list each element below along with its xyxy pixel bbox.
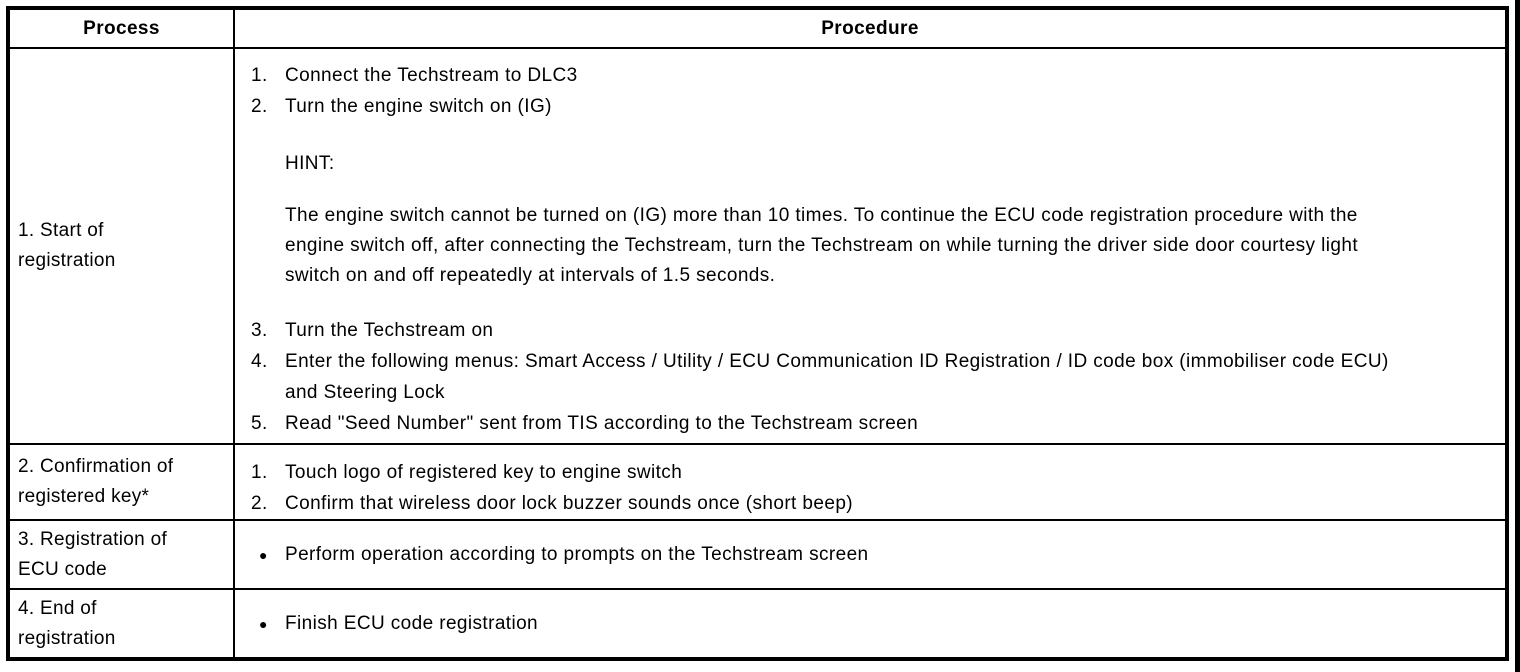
- procedure-cell: ● Perform operation according to prompts…: [233, 519, 1508, 590]
- step-text: Read "Seed Number" sent from TIS accordi…: [285, 413, 919, 434]
- step-text: Turn the engine switch on (IG): [285, 96, 552, 117]
- step-text: Confirm that wireless door lock buzzer s…: [285, 493, 854, 514]
- step-number: 5.: [251, 413, 268, 434]
- bullet-text: Finish ECU code registration: [285, 612, 539, 634]
- procedure-cell: 1. Connect the Techstream to DLC3 2. Tur…: [233, 47, 1508, 445]
- column-header-procedure: Procedure: [233, 7, 1508, 49]
- table-row-registration-of-ecu-code: 3. Registration of ECU code ● Perform op…: [7, 519, 1508, 590]
- procedure-step: 5. Read "Seed Number" sent from TIS acco…: [235, 408, 1505, 439]
- bullet-icon: ●: [259, 615, 268, 632]
- page-edge-border-line: [1515, 0, 1520, 672]
- hint-label: HINT:: [285, 153, 335, 174]
- procedure-step: 4. Enter the following menus: Smart Acce…: [235, 346, 1505, 408]
- process-cell: 3. Registration of ECU code: [7, 519, 235, 590]
- step-number: 4.: [251, 351, 268, 372]
- process-cell: 1. Start of registration: [7, 47, 235, 445]
- bullet-text: Perform operation according to prompts o…: [285, 543, 869, 565]
- procedure-step: 2. Turn the engine switch on (IG): [235, 91, 1505, 122]
- table-header-row: Process Procedure: [7, 7, 1508, 49]
- procedure-step: 1. Connect the Techstream to DLC3: [235, 60, 1505, 91]
- step-number: 1.: [251, 65, 268, 86]
- step-number: 3.: [251, 320, 268, 341]
- step-text: Connect the Techstream to DLC3: [285, 65, 578, 86]
- table-row-confirmation-of-registered-key: 2. Confirmation of registered key* 1. To…: [7, 443, 1508, 521]
- step-number: 2.: [251, 96, 268, 117]
- step-text: Turn the Techstream on: [285, 320, 494, 341]
- table-row-start-of-registration: 1. Start of registration 1. Connect the …: [7, 47, 1508, 445]
- column-header-process: Process: [7, 7, 235, 49]
- step-number: 2.: [251, 493, 268, 514]
- procedure-step: 1. Touch logo of registered key to engin…: [235, 457, 1505, 488]
- bullet-icon: ●: [259, 546, 268, 563]
- procedure-cell: 1. Touch logo of registered key to engin…: [233, 443, 1508, 521]
- table-row-end-of-registration: 4. End of registration ● Finish ECU code…: [7, 588, 1508, 660]
- step-text: Touch logo of registered key to engine s…: [285, 462, 683, 483]
- step-text: Enter the following menus: Smart Access …: [285, 351, 1389, 403]
- procedure-bullet-item: ● Finish ECU code registration: [235, 609, 1505, 639]
- procedure-bullet-item: ● Perform operation according to prompts…: [235, 540, 1505, 570]
- hint-text: The engine switch cannot be turned on (I…: [285, 205, 1358, 286]
- process-cell: 4. End of registration: [7, 588, 235, 660]
- procedure-step: 2. Confirm that wireless door lock buzze…: [235, 488, 1505, 519]
- step-number: 1.: [251, 462, 268, 483]
- procedure-step: 3. Turn the Techstream on: [235, 315, 1505, 346]
- procedure-cell: ● Finish ECU code registration: [233, 588, 1508, 660]
- procedure-table: Process Procedure 1. Start of registrati…: [6, 6, 1509, 661]
- process-cell: 2. Confirmation of registered key*: [7, 443, 235, 521]
